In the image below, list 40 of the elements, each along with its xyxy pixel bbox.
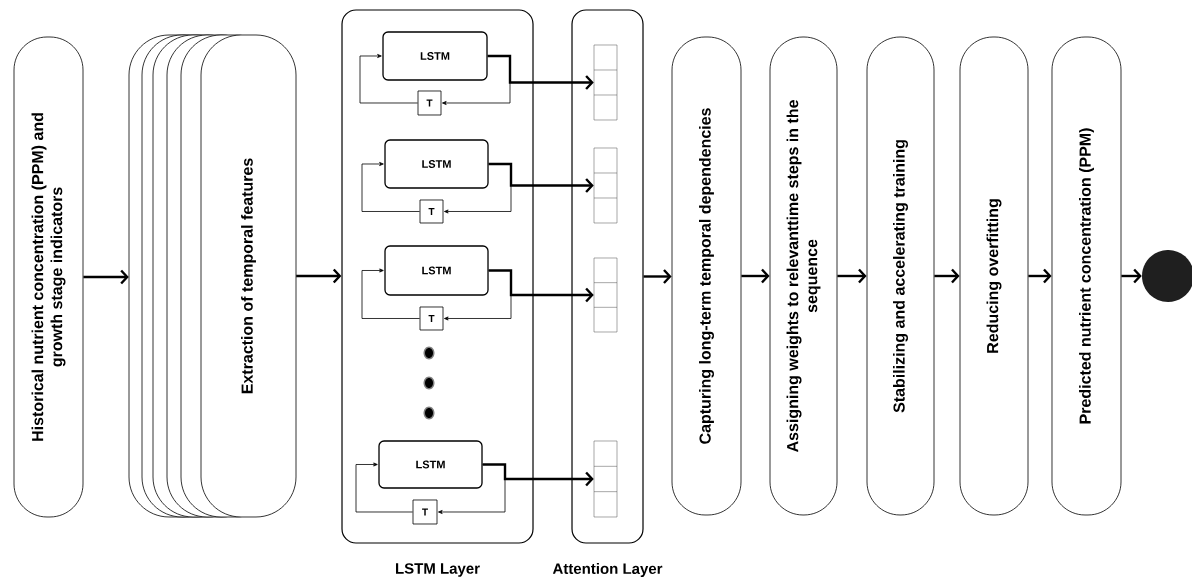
lstm-cell: LSTM <box>384 245 489 296</box>
process-pill: Assigning weights to relevanttime steps in the sequence <box>769 36 838 516</box>
layer-container <box>571 9 644 544</box>
arrow <box>643 269 672 284</box>
lstm-cell: LSTM <box>378 440 483 489</box>
arrow <box>359 54 418 104</box>
delay-box: T <box>417 90 442 116</box>
arrow <box>361 162 420 212</box>
process-pill: Predicted nutrient concentration (PPM) <box>1051 36 1122 516</box>
arrow <box>837 268 867 284</box>
arrow <box>83 269 129 285</box>
arrow <box>487 54 594 90</box>
arrow <box>361 268 420 319</box>
attention-cells <box>593 147 618 224</box>
arrow <box>1121 268 1142 284</box>
process-pill: Stabilizing and accelerating training <box>866 36 935 516</box>
arrow <box>1028 268 1052 284</box>
delay-box: T <box>419 199 444 224</box>
arrow <box>488 162 594 193</box>
arrow <box>934 268 960 284</box>
layer-label: LSTM Layer <box>396 563 480 577</box>
arrow <box>296 268 342 284</box>
arrow <box>488 269 594 303</box>
delay-box: T <box>419 306 444 331</box>
attention-cells <box>593 44 618 121</box>
delay-box: T <box>412 499 438 525</box>
layer-container <box>341 9 534 544</box>
node-label: Extraction of temporal features <box>241 158 256 394</box>
stacked-layers: Extraction of temporal features <box>128 34 297 518</box>
arrow <box>355 462 413 513</box>
lstm-cell: LSTM <box>382 31 488 81</box>
process-pill: Capturing long-term temporal dependencies <box>671 36 742 516</box>
process-pill: Reducing overfitting <box>959 36 1029 516</box>
arrow <box>482 463 594 487</box>
lstm-cell: LSTM <box>384 139 489 189</box>
attention-cells <box>593 440 618 518</box>
process-pill: Historical nutrient concentration (PPM) and growth stage indicators <box>13 36 84 518</box>
layer-label: Attention Layer <box>552 563 663 577</box>
attention-cells <box>593 257 618 333</box>
arrow <box>741 268 770 284</box>
